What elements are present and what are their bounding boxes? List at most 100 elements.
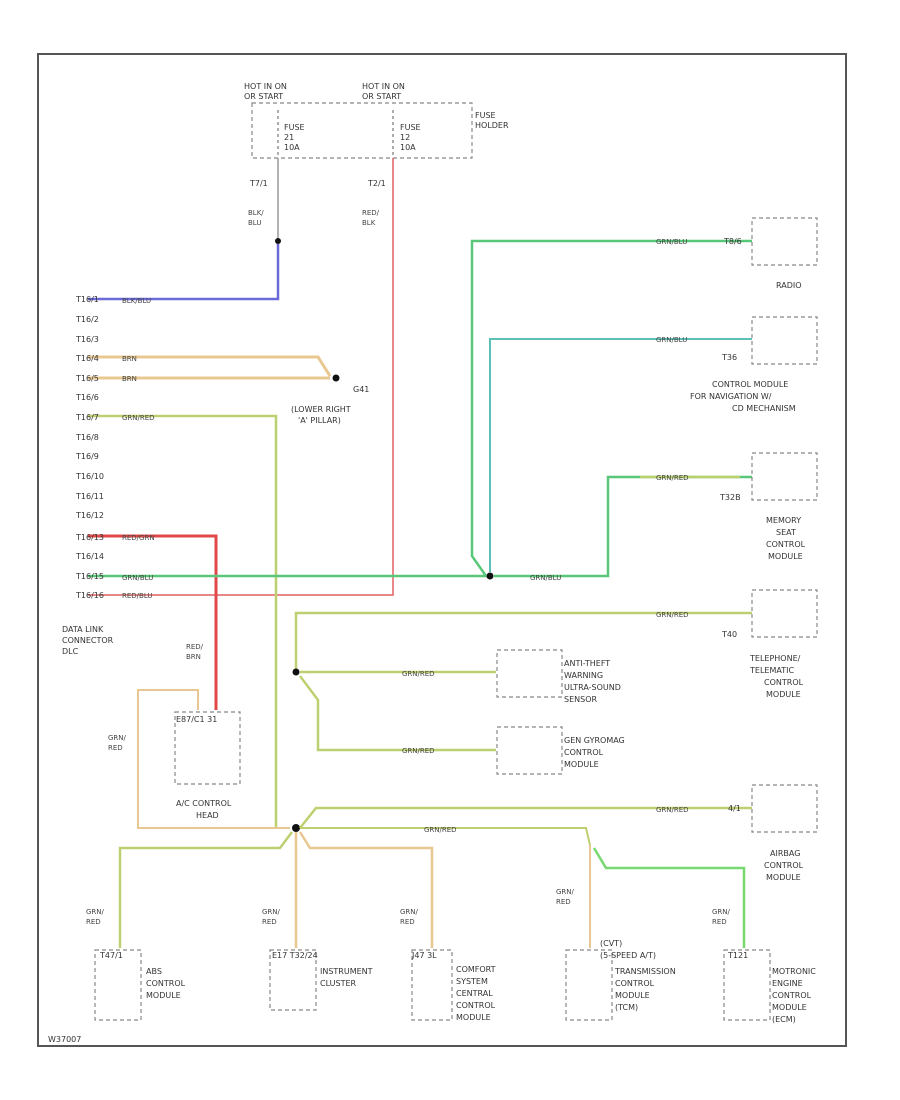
dlc-pin: T16/16 <box>75 591 104 600</box>
memory-label-1: MEMORY <box>766 516 801 525</box>
wire-label-trans-2: RED <box>556 898 571 906</box>
wire-label-redgrn: RED/GRN <box>122 534 155 542</box>
ac-label-1: A/C CONTROL <box>176 799 232 808</box>
engine-pin: T121 <box>727 951 748 960</box>
wire-red-dlc16 <box>88 158 394 596</box>
memory-label-3: CONTROL <box>766 540 806 549</box>
wire-label-eng-2: RED <box>712 918 727 926</box>
antitheft-label-2: WARNING <box>564 671 603 680</box>
splice-fuse21 <box>275 238 281 244</box>
gyro-box <box>496 726 563 775</box>
ac-box <box>174 711 241 785</box>
splice-grnblu <box>486 572 494 580</box>
wire-grnred-airbag <box>299 806 752 829</box>
memory-label-4: MODULE <box>768 552 803 561</box>
dlc-pin: T16/15 <box>75 572 104 581</box>
transmission-box <box>565 949 613 1021</box>
splice-telephone <box>292 668 300 676</box>
memory-box <box>751 452 818 501</box>
airbag-box <box>751 784 818 833</box>
engine-label-4: MODULE <box>772 1003 807 1012</box>
nav-label-3: CD MECHANISM <box>732 404 796 413</box>
ac-pin: E87/C1 31 <box>176 715 217 724</box>
engine-box <box>723 949 771 1021</box>
fuse-holder-label-line1: FUSE <box>475 111 496 120</box>
comfort-label-5: MODULE <box>456 1013 491 1022</box>
abs-label-2: CONTROL <box>146 979 186 988</box>
ac-label-2: HEAD <box>196 811 219 820</box>
instrument-box <box>269 949 317 1011</box>
airbag-pin: 4/1 <box>728 804 741 813</box>
transmission-label-1: TRANSMISSION <box>614 967 676 976</box>
wire-label-grnred-ac-1: GRN/ <box>108 734 127 742</box>
radio-label: RADIO <box>776 281 802 290</box>
transmission-pin: (CVT) <box>600 939 622 948</box>
wire-label-grnblu: GRN/BLU <box>122 574 153 582</box>
dlc-pin: T16/6 <box>75 393 99 402</box>
wire-label-blkblu-v2: BLU <box>248 219 261 227</box>
transmission-label-2: CONTROL <box>615 979 655 988</box>
wire-label-trans-1: GRN/ <box>556 888 575 896</box>
fuse-21-label-1: FUSE <box>284 123 305 132</box>
antitheft-label-1: ANTI-THEFT <box>564 659 610 668</box>
ground-g41-dot <box>332 374 340 382</box>
wire-grnred-gyro <box>299 675 496 752</box>
nav-pin: T36 <box>721 353 737 362</box>
gyro-label-1: GEN GYROMAG <box>564 736 625 745</box>
transmission-label-3: MODULE <box>615 991 650 1000</box>
wire-label-grnblu-nav: GRN/BLU <box>656 336 687 344</box>
airbag-label-3: MODULE <box>766 873 801 882</box>
footer-code: W37007 <box>48 1035 81 1044</box>
dlc-pin: T16/11 <box>75 492 104 501</box>
comfort-box <box>411 949 453 1021</box>
dlc-label-2: CONNECTOR <box>62 636 114 645</box>
wire-comfort <box>298 831 434 948</box>
dlc-label-1: DATA LINK <box>62 625 104 634</box>
wire-label-grnred-gyro: GRN/RED <box>402 747 435 755</box>
wire-grnred-ac-loop <box>137 689 290 829</box>
wire-label-redblk-v2: BLK <box>362 219 376 227</box>
dlc-pin: T16/1 <box>75 295 99 304</box>
wire-label-abs-2: RED <box>86 918 101 926</box>
wire-label-brn1: BRN <box>122 355 137 363</box>
abs-box <box>94 949 142 1021</box>
antitheft-label-3: ULTRA-SOUND <box>564 683 621 692</box>
antitheft-label-4: SENSOR <box>564 695 597 704</box>
splice-central <box>292 824 300 832</box>
engine-label-2: ENGINE <box>772 979 803 988</box>
comfort-label-3: CENTRAL <box>456 989 493 998</box>
airbag-label-2: CONTROL <box>764 861 804 870</box>
wire-label-brn2: BRN <box>122 375 137 383</box>
comfort-label-1: COMFORT <box>456 965 496 974</box>
wire-label-comf-2: RED <box>400 918 415 926</box>
fuse-21-label-3: 10A <box>284 143 300 152</box>
comfort-pin: J47 3L <box>411 951 437 960</box>
wire-label-blkblu-h: BLK/BLU <box>122 297 151 305</box>
gyro-label-2: CONTROL <box>564 748 604 757</box>
wire-label-comf-1: GRN/ <box>400 908 419 916</box>
wire-label-redbrn-2: BRN <box>186 653 201 661</box>
dlc-pin: T16/13 <box>75 533 104 542</box>
telephone-label-3: CONTROL <box>764 678 804 687</box>
dlc-pin: T16/10 <box>75 472 104 481</box>
engine-label-3: CONTROL <box>772 991 812 1000</box>
telephone-label-2: TELEMATIC <box>749 666 794 675</box>
wire-label-abs-1: GRN/ <box>86 908 105 916</box>
fuse-12-label-1: FUSE <box>400 123 421 132</box>
abs-label-1: ABS <box>146 967 162 976</box>
comfort-label-2: SYSTEM <box>456 977 488 986</box>
fuse-holder-box <box>251 102 473 159</box>
dlc-label-3: DLC <box>62 647 79 656</box>
nav-label-2: FOR NAVIGATION W/ <box>690 392 772 401</box>
dlc-pin: T16/9 <box>75 452 99 461</box>
wire-label-eng-1: GRN/ <box>712 908 731 916</box>
diagram-frame <box>37 53 847 1047</box>
wire-label-grnred-air: GRN/RED <box>656 806 689 814</box>
dlc-pin: T16/14 <box>75 552 104 561</box>
wire-grnblu-radio <box>470 239 752 577</box>
wire-label-grnred-ant: GRN/RED <box>402 670 435 678</box>
dlc-pin: T16/12 <box>75 511 104 520</box>
telephone-label-1: TELEPHONE/ <box>749 654 801 663</box>
fuse-21-label-2: 21 <box>284 133 294 142</box>
